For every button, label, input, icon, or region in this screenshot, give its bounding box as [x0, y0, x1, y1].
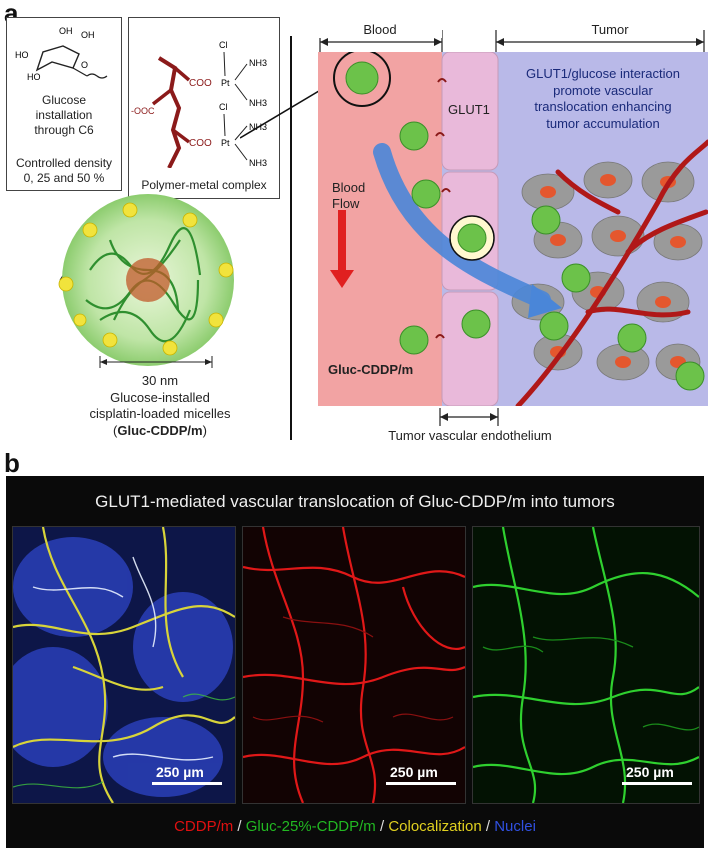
nh3-label-1: NH3 [249, 58, 267, 68]
coo-label-1: COO [189, 78, 212, 89]
cl-label-1: Cl [219, 40, 228, 50]
cddp-red-micrograph [242, 526, 466, 804]
panel-b-letter: b [4, 448, 20, 478]
tumor-header-label: Tumor [560, 22, 660, 39]
legend-item-0: CDDP/m [174, 818, 234, 835]
pt-label-2: Pt [221, 138, 230, 148]
polymer-complex-caption: Polymer-metal complex [141, 178, 267, 192]
glucose-structure-icon: OH OH HO HO O [15, 26, 108, 82]
blood-flow-arrow-head [330, 270, 354, 288]
density-line-2: 0, 25 and 50 % [23, 171, 105, 185]
glucose-oh-1: OH [59, 26, 73, 36]
blood-header-label: Blood [318, 22, 442, 39]
blood-flow-line-1: Blood [332, 180, 366, 195]
legend-item-6: Nuclei [494, 818, 536, 835]
glut1-receptors [435, 78, 451, 339]
endothelial-cell-3 [441, 291, 499, 406]
interaction-line-4: tumor accumulation [546, 115, 660, 131]
scale-bar-label-2: 250 µm [390, 764, 438, 780]
interaction-line-2: promote vascular [553, 82, 653, 98]
micelle-caption-line-3: (Gluc-CDDP/m) [40, 423, 280, 439]
glucose-oh-2: OH [81, 30, 95, 40]
micelle-icons [333, 52, 705, 391]
legend-item-4: Colocalization [388, 818, 482, 835]
micelle-caption: Glucose-installed cisplatin-loaded micel… [40, 390, 280, 439]
merged-micrograph [12, 526, 236, 804]
legend-item-3: / [375, 818, 389, 835]
translocation-scheme [318, 52, 708, 406]
gluc-green-micrograph [472, 526, 700, 804]
glut1-label: GLUT1 [448, 102, 490, 117]
interaction-line-1: GLUT1/glucose interaction [526, 66, 680, 81]
polymer-backbone-diagram: COO COO -OOC Pt Pt Cl Cl NH3 NH3 NH3 NH3 [131, 40, 267, 168]
scale-bar-label-1: 250 µm [156, 764, 204, 780]
coo-label-2: COO [189, 138, 212, 149]
glucose-ho-1: HO [15, 50, 29, 60]
micelle-size-label: 30 nm [141, 373, 179, 388]
nh3-label-4: NH3 [249, 158, 267, 168]
glucose-ho-2: HO [27, 72, 41, 82]
legend-item-1: / [233, 818, 246, 835]
scale-bar-2 [386, 782, 456, 785]
micelle-caption-line-2: cisplatin-loaded micelles [89, 406, 231, 422]
glucose-ring-o: O [81, 60, 88, 70]
legend-item-2: Gluc-25%-CDDP/m [245, 818, 376, 835]
pt-label-1: Pt [221, 78, 230, 88]
micelle-caption-line-1: Glucose-installed [110, 390, 210, 405]
ooc-label: -OOC [131, 106, 155, 116]
gluc-cddp-label: Gluc-CDDP/m [328, 362, 414, 377]
micelle-size-bar [99, 356, 213, 368]
blood-flow-line-2: Flow [332, 196, 360, 212]
channel-legend: CDDP/m / Gluc-25%-CDDP/m / Colocalizatio… [6, 818, 704, 836]
endothelial-cell-1 [441, 52, 499, 171]
panel-b-frame: GLUT1-mediated vascular translocation of… [6, 476, 704, 848]
glucose-dots [58, 202, 234, 356]
blood-flow-label: Blood Flow [332, 180, 365, 213]
polymer-complex-box: COO COO -OOC Pt Pt Cl Cl NH3 NH3 NH3 NH3… [128, 17, 280, 199]
nh3-label-2: NH3 [249, 98, 267, 108]
density-caption: Controlled density 0, 25 and 50 % [7, 156, 121, 186]
interaction-line-3: translocation enhancing [534, 99, 672, 115]
legend-item-5: / [481, 818, 495, 835]
glucose-line-3: through C6 [34, 123, 94, 137]
panel-b-title: GLUT1-mediated vascular translocation of… [95, 492, 615, 511]
glucose-line-1: Glucose [41, 93, 87, 107]
scale-bar-label-3: 250 µm [626, 764, 674, 780]
endothelium-width-bar [439, 408, 499, 426]
density-line-1: Controlled density [15, 156, 113, 170]
micelle-caption-paren-open: ( [113, 422, 118, 438]
scale-bar-3 [622, 782, 692, 785]
scale-bar-1 [152, 782, 222, 785]
glucose-caption: Glucose installation through C6 [7, 93, 121, 138]
interaction-text: GLUT1/glucose interaction promote vascul… [500, 66, 706, 133]
glucose-box: OH OH HO HO O Glucose installation throu… [6, 17, 122, 191]
flow-arrow-body [373, 143, 551, 309]
glucose-line-2: installation [35, 108, 93, 122]
cl-label-2: Cl [219, 102, 228, 112]
micelle-illustration [58, 194, 234, 366]
micelle-caption-bold: Gluc-CDDP/m [117, 422, 203, 438]
endothelium-label: Tumor vascular endothelium [388, 428, 552, 443]
flow-arrow-head [528, 284, 562, 318]
tumor-vessels [515, 139, 708, 406]
micelle-core [126, 258, 170, 302]
panel-divider [290, 36, 292, 440]
micelle-caption-paren-close: ) [202, 422, 207, 438]
